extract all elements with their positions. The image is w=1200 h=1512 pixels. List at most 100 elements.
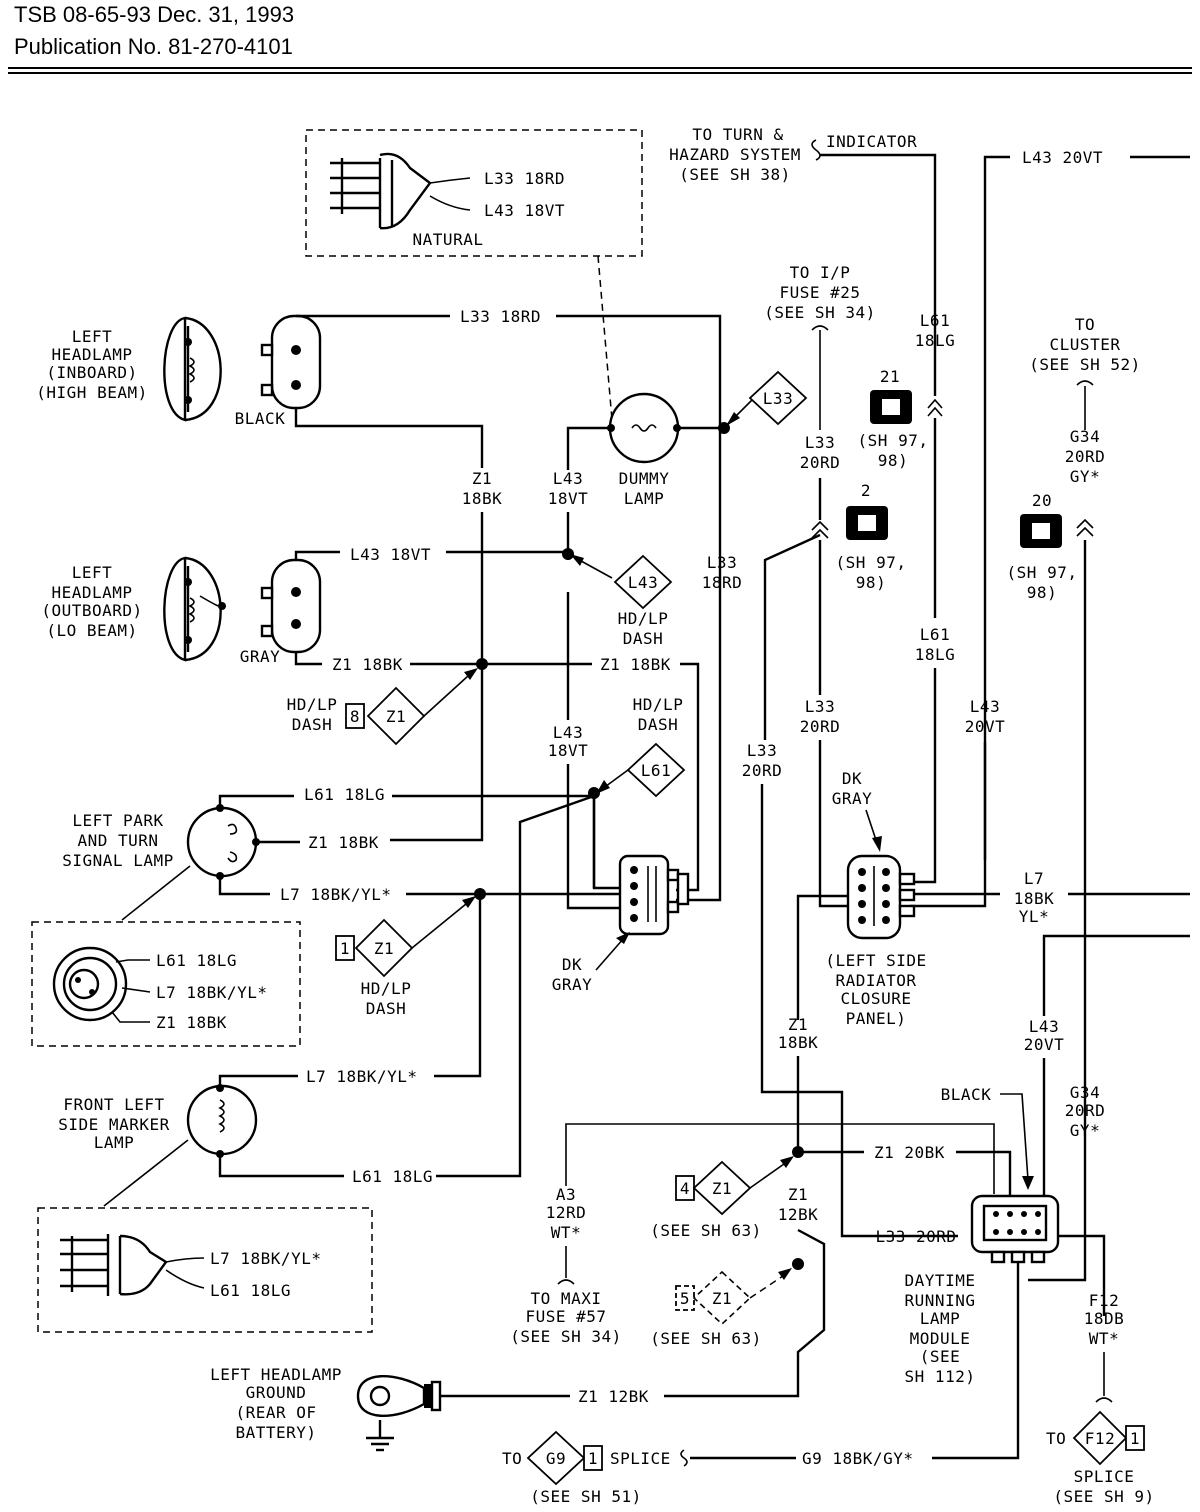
z1-18bk-wire-label-2: Z1 18BK <box>600 655 671 674</box>
wire-a3-top <box>565 1123 995 1194</box>
hdlp-dash-label-4: DASH <box>292 715 333 734</box>
z1c-diamond-arrow <box>780 1156 794 1168</box>
g34-label-b: 20RD <box>1065 447 1106 466</box>
z1-18bk-label: 18BK <box>462 489 503 508</box>
wire-l7-park <box>218 876 270 896</box>
l7-wire-label: L7 18BK/YL* <box>280 885 391 904</box>
wire-dummy-left <box>566 426 610 470</box>
dk-gray-leader-2 <box>595 937 625 971</box>
diamond-z1d-label: Z1 <box>712 1289 732 1308</box>
side-marker-lamp-icon <box>186 1084 258 1158</box>
wire-l7-marker-right <box>434 894 482 1078</box>
natural-l43-label: L43 18VT <box>484 201 565 220</box>
wire-l61-indicator <box>820 153 937 396</box>
diamond-g9: G9 1 <box>526 1430 603 1486</box>
wire-l61-marker <box>218 1154 344 1178</box>
l33-label-d: L33 <box>747 741 777 760</box>
l33-connector-mark <box>811 520 829 539</box>
connector-2-ref-2: 98) <box>856 573 886 592</box>
g34-connector-mark <box>1076 518 1094 537</box>
diamond-g9-label: G9 <box>546 1449 566 1468</box>
l43-20vt-label: 20VT <box>965 717 1006 736</box>
g34-label-d: G34 <box>1070 1083 1100 1102</box>
diamond-l61-label: L61 <box>641 761 671 780</box>
side-marker-inset: L7 18BK/YL* L61 18LG <box>37 1207 373 1333</box>
inset2-l61-label: L61 18LG <box>210 1281 291 1300</box>
diamond-8-label: 8 <box>350 707 360 726</box>
headlamp-outboard-label-4: (LO BEAM) <box>46 621 137 640</box>
dk-gray-connector-left <box>618 854 690 936</box>
a3-label-1: A3 <box>556 1185 576 1204</box>
wire-l33-20rd-branch <box>763 533 821 740</box>
park-lamp-icon <box>186 804 260 880</box>
l33-20rd-wire-label: L33 20RD <box>875 1227 956 1246</box>
l43-18vt-wire-label: L43 18VT <box>350 545 431 564</box>
diamond-z1-5: 5 Z1 <box>675 1270 752 1326</box>
wire-l61-bottom <box>910 668 937 884</box>
headlamp-inboard-connector <box>260 314 322 410</box>
z1-18bk-label-e: 18BK <box>778 1033 819 1052</box>
side-marker-label-3: LAMP <box>94 1133 135 1152</box>
see-sh51-label: (SEE SH 51) <box>530 1487 641 1506</box>
turn-hazard-label-3: (SEE SH 38) <box>679 165 790 184</box>
header-publication: Publication No. 81-270-4101 <box>14 34 293 59</box>
l7-label-a: L7 <box>1024 869 1044 888</box>
cluster-tick <box>1076 380 1094 386</box>
hdlp-dash-label-3: HD/LP <box>287 695 338 714</box>
fuse25-label-1: TO I/P <box>790 263 851 282</box>
side-marker-label-1: FRONT LEFT <box>63 1095 164 1114</box>
radiator-label-2: RADIATOR <box>835 971 916 990</box>
diamond-g9-num: 1 <box>588 1449 598 1468</box>
l43-20vt-label-d: 20VT <box>1024 1035 1065 1054</box>
fuse25-label-3: (SEE SH 34) <box>764 303 875 322</box>
wire-a3-bottom <box>557 1246 575 1285</box>
park-lamp-inset: L61 18LG L7 18BK/YL* Z1 18BK <box>31 921 301 1047</box>
l7-label-b: 18BK <box>1014 889 1055 908</box>
natural-label: NATURAL <box>413 230 484 249</box>
diamond-f12-num: 1 <box>1130 1429 1140 1448</box>
wire-z1-vertical <box>390 512 484 842</box>
indicator-label: INDICATOR <box>826 132 917 151</box>
wire-l43-20vt-top <box>983 155 1010 860</box>
dummy-lamp-label-2: LAMP <box>624 489 665 508</box>
headlamp-outboard-connector <box>260 558 322 654</box>
connector-20-ref-1: (SH 97, <box>1007 563 1078 582</box>
radiator-closure-connector <box>846 854 916 940</box>
z1-18bk-wire-label-3: Z1 18BK <box>308 833 379 852</box>
connector-21-icon <box>870 390 912 424</box>
dk-gray-arrow-2 <box>616 932 630 944</box>
natural-connector-inset: L33 18RD L43 18VT NATURAL <box>305 129 643 257</box>
l43-label-c: L43 <box>553 723 583 742</box>
l43-18vt-label: 18VT <box>548 489 589 508</box>
hdlp-dash-label-8: DASH <box>366 999 407 1018</box>
connector-2-number: 2 <box>861 481 871 500</box>
diamond-l43-label: L43 <box>628 573 658 592</box>
hdlp-dash-label-7: HD/LP <box>361 979 412 998</box>
drl-module-connector <box>970 1194 1060 1264</box>
radiator-label-4: PANEL) <box>846 1009 907 1028</box>
z1d-diamond-arrow <box>778 1268 792 1280</box>
l7-label-c: YL* <box>1019 907 1049 926</box>
see-sh9-label: (SEE SH 9) <box>1053 1487 1154 1506</box>
l61-label-b: 18LG <box>915 331 956 350</box>
see-sh63-label-2: (SEE SH 63) <box>650 1329 761 1348</box>
connector-2-ref-1: (SH 97, <box>836 553 907 572</box>
wire-l43-20vt-d-top <box>1042 934 1190 1016</box>
inset-l61-label: L61 18LG <box>156 951 237 970</box>
z1-20bk-label: Z1 20BK <box>874 1143 945 1162</box>
connector-20-ref-2: 98) <box>1027 583 1057 602</box>
wire-l43-20vt-c <box>910 742 987 908</box>
wire-z1-12bk <box>664 1228 826 1398</box>
diamond-1-label: 1 <box>340 939 350 958</box>
park-lamp-label-2: AND TURN <box>77 831 158 850</box>
wire-g34 <box>1028 540 1087 1282</box>
l33-20rd-label-b: 20RD <box>800 453 841 472</box>
diamond-f12-label: F12 <box>1085 1429 1115 1448</box>
dk-gray-label-1: DK <box>842 769 862 788</box>
l33-20rd-label-d: 20RD <box>742 761 783 780</box>
diamond-z1-label: Z1 <box>386 707 406 726</box>
wire-l43-18vt-c <box>566 592 620 910</box>
diamond-z1-1: 1 Z1 <box>335 918 414 978</box>
side-marker-leader <box>103 1139 189 1207</box>
l43-20vt-top-label: L43 20VT <box>1022 148 1103 167</box>
